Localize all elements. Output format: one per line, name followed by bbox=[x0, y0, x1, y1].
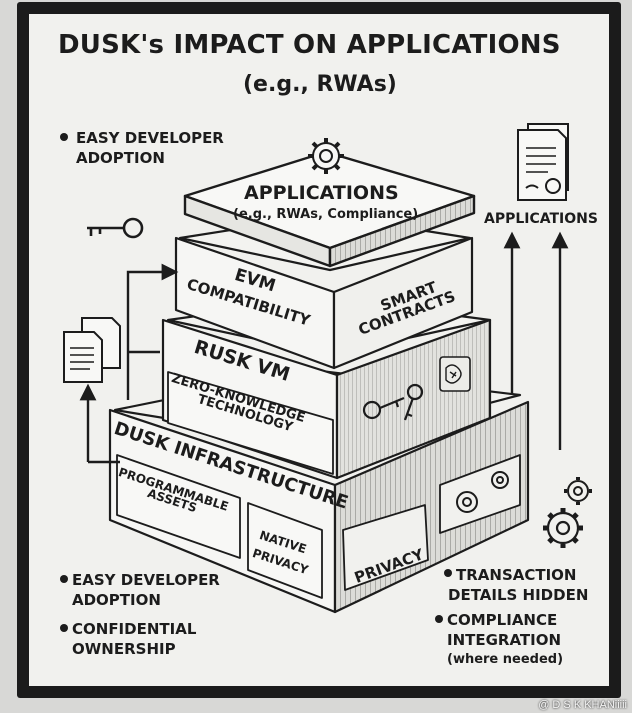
applications-title: APPLICATIONS bbox=[244, 182, 399, 204]
poster-title: DUSK's IMPACT ON APPLICATIONS bbox=[58, 30, 561, 60]
certificate-icon bbox=[517, 123, 569, 201]
top-left-bullet: EASY DEVELOPER ADOPTION bbox=[60, 128, 224, 168]
bullet-text-line2: DETAILS HIDDEN bbox=[448, 586, 589, 604]
bottom-right-bullet-2: COMPLIANCE INTEGRATION (where needed) bbox=[447, 610, 563, 670]
bullet-text-line3: (where needed) bbox=[447, 652, 564, 667]
poster-subtitle: (e.g., RWAs) bbox=[243, 72, 397, 97]
applications-layer bbox=[183, 150, 476, 268]
bullet-text-line2: ADOPTION bbox=[72, 591, 161, 609]
watermark: @ D S K KHANiiiii bbox=[538, 699, 627, 711]
bullet-text-line1: CONFIDENTIAL bbox=[72, 620, 197, 638]
bullet-text-line2: INTEGRATION bbox=[447, 631, 562, 649]
bullet-text-line2: OWNERSHIP bbox=[72, 640, 176, 658]
bottom-left-bullet-1: EASY DEVELOPER ADOPTION bbox=[72, 570, 220, 610]
flow-arrows-right bbox=[503, 231, 569, 450]
chip-icon bbox=[445, 364, 462, 384]
bullet-text-line1: TRANSACTION bbox=[456, 566, 577, 584]
bullet-text-line1: EASY DEVELOPER bbox=[72, 571, 220, 589]
bullet-dot bbox=[60, 133, 68, 141]
bottom-right-bullet-1: TRANSACTION DETAILS HIDDEN bbox=[448, 565, 588, 605]
large-gear-icon bbox=[543, 508, 583, 548]
bullet-text-line2: ADOPTION bbox=[76, 149, 165, 167]
applications-subtitle: (e.g., RWAs, Compliance) bbox=[233, 207, 419, 222]
key-icon-left bbox=[87, 217, 144, 239]
flow-arrows-left bbox=[79, 263, 179, 464]
applications-side-label: APPLICATIONS bbox=[484, 211, 598, 227]
bullet-dots bbox=[60, 569, 452, 632]
documents-icon bbox=[63, 317, 121, 383]
bullet-text-line1: COMPLIANCE bbox=[447, 611, 558, 629]
small-gear-icon bbox=[564, 477, 592, 505]
bottom-left-bullet-2: CONFIDENTIAL OWNERSHIP bbox=[72, 619, 196, 659]
bullet-text-line1: EASY DEVELOPER bbox=[76, 129, 224, 147]
gear-icon bbox=[308, 138, 344, 174]
key-icon bbox=[362, 383, 424, 421]
gears-icon bbox=[456, 471, 509, 513]
